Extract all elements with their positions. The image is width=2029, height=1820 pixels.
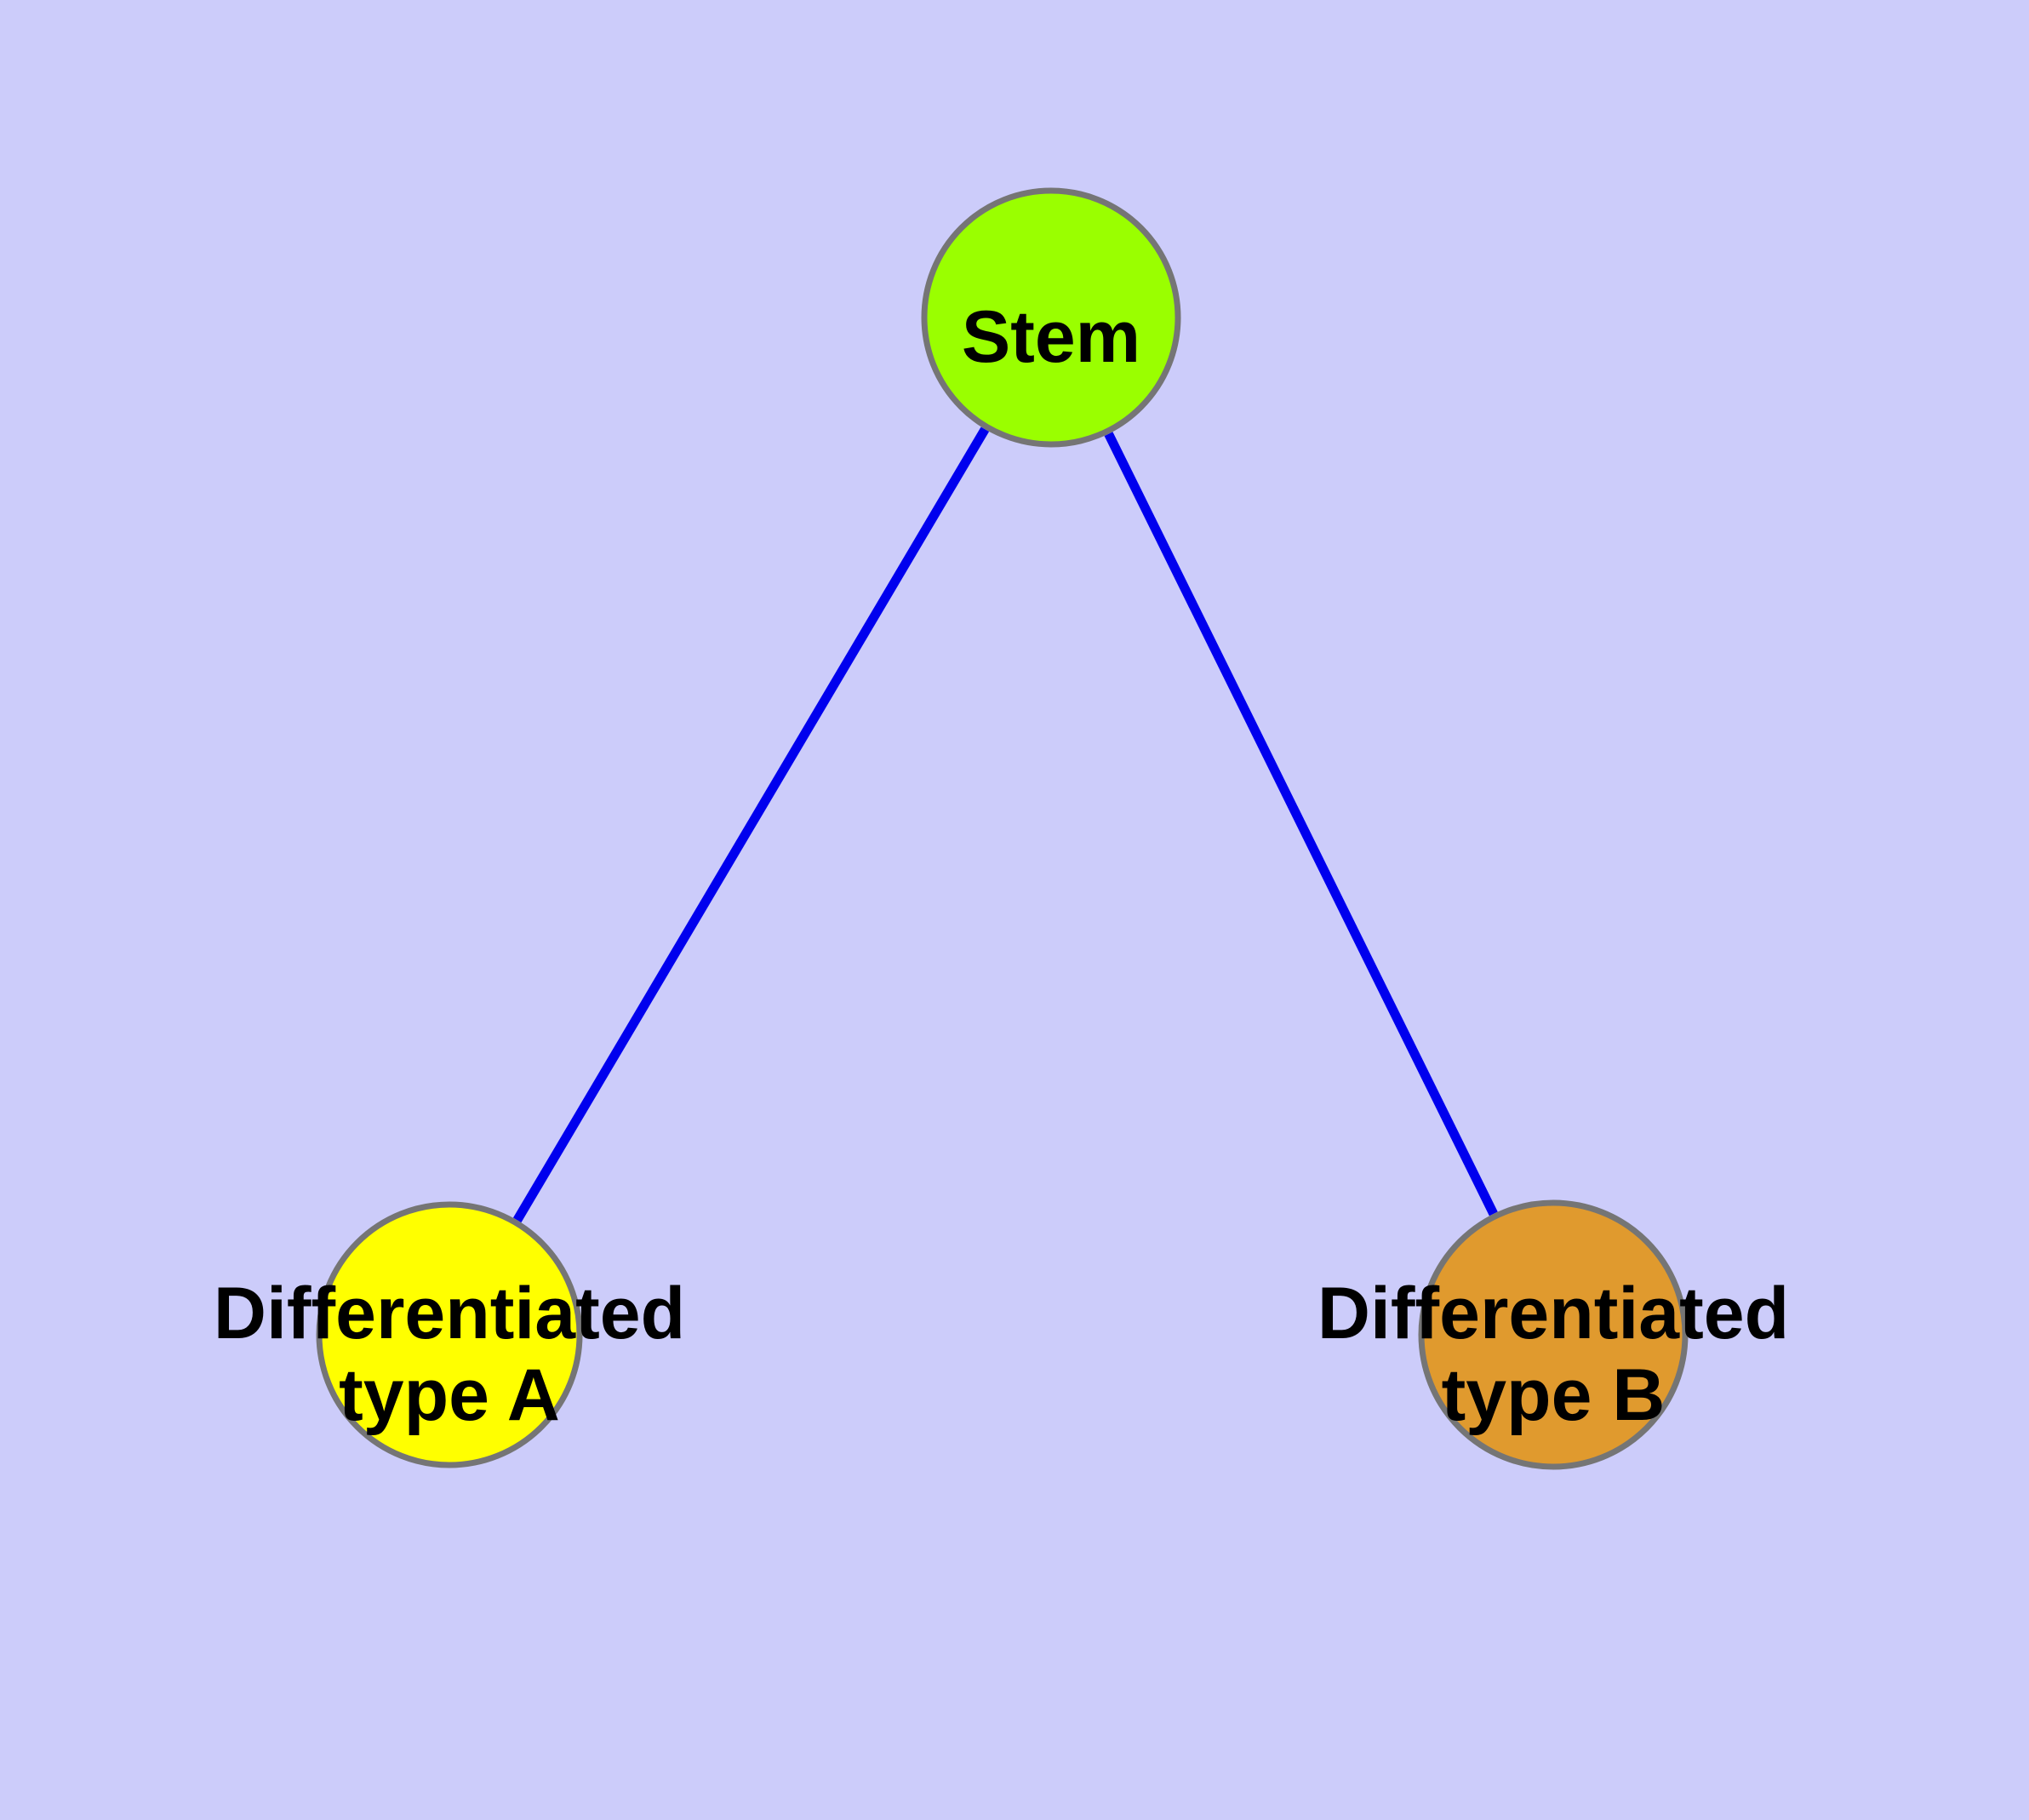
node-label-line: Differentiated xyxy=(214,1273,685,1354)
node-label-line: type A xyxy=(339,1354,560,1436)
node-diff_a[interactable] xyxy=(316,1201,583,1468)
node-stem[interactable] xyxy=(921,187,1181,448)
edge-layer xyxy=(512,426,1498,1223)
node-label-line: type B xyxy=(1442,1354,1666,1436)
node-layer xyxy=(316,187,1689,1470)
node-diff_b[interactable] xyxy=(1418,1199,1689,1470)
edge-stem-to-diff-a xyxy=(512,426,990,1223)
node-label-line: Differentiated xyxy=(1317,1273,1789,1354)
edge-stem-to-diff-b xyxy=(1104,432,1498,1216)
node-label-line: Stem xyxy=(962,296,1140,378)
node-label-stem: Stem xyxy=(962,296,1140,378)
